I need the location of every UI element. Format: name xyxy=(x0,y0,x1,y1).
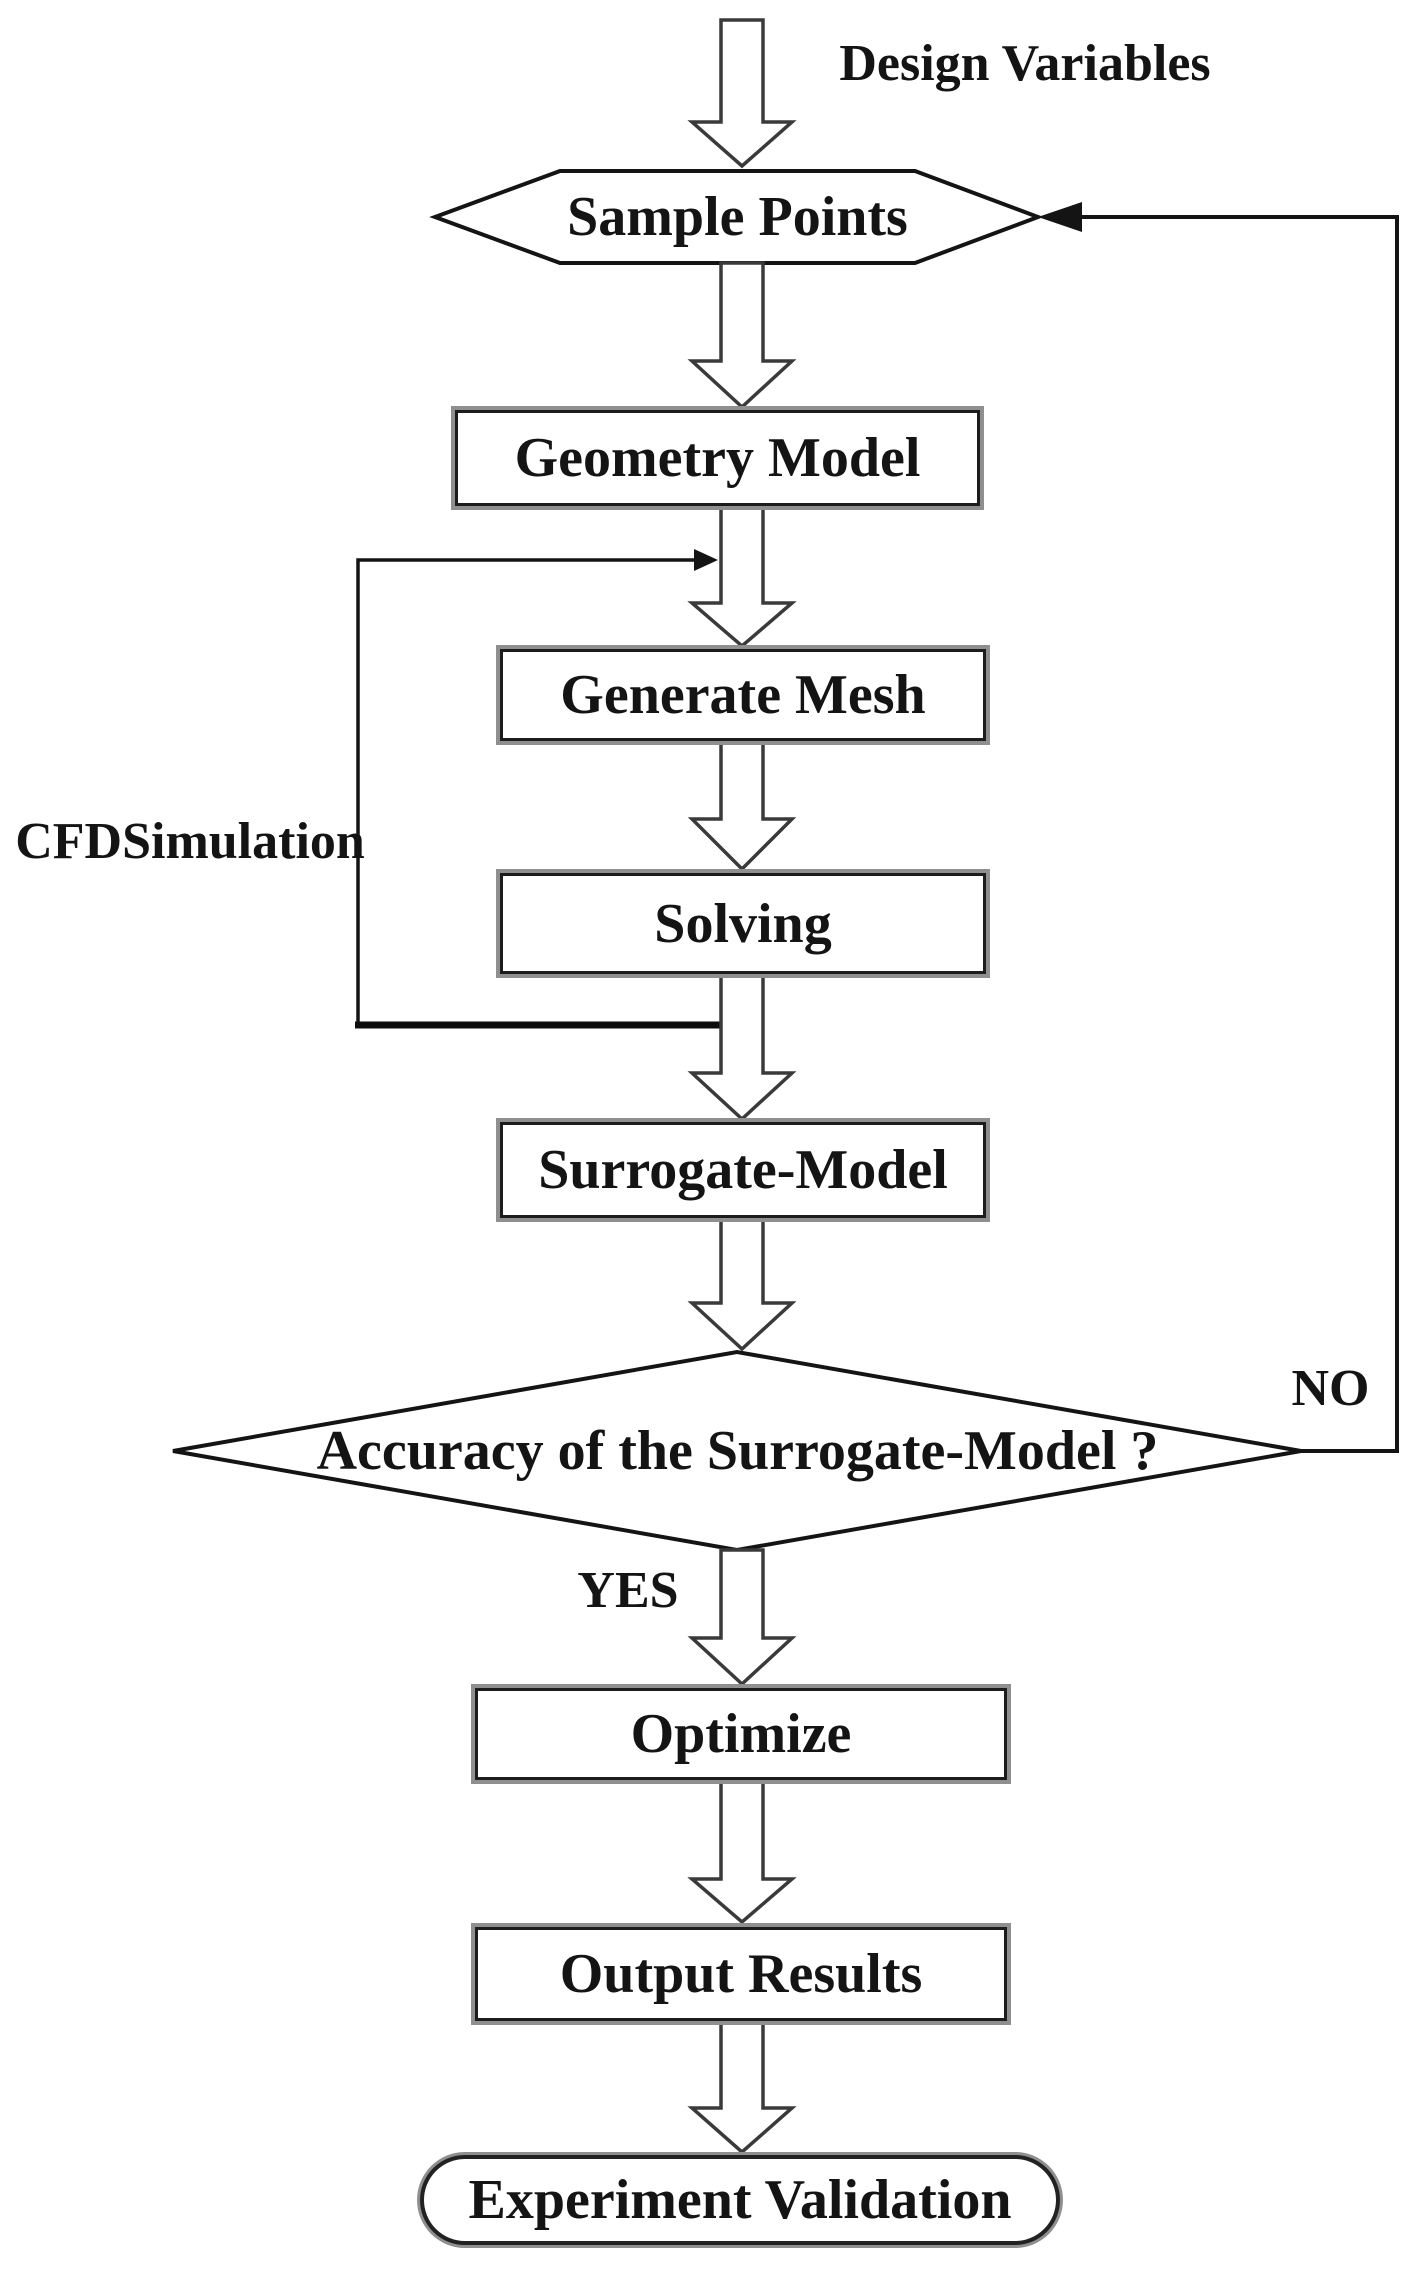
solving-box: Solving xyxy=(500,873,986,974)
arrow-solving-to-surrogate-model xyxy=(687,972,797,1122)
geometry-model-box: Geometry Model xyxy=(455,410,980,506)
sample-points-label: Sample Points xyxy=(567,185,908,248)
arrow-optimize-to-output-results xyxy=(687,1777,797,1925)
no-branch-label: NO xyxy=(1291,1359,1370,1417)
cfd-loop-connector xyxy=(356,558,710,1025)
arrow-surrogate-model-to-decision xyxy=(687,1215,797,1352)
decision-label: Accuracy of the Surrogate-Model ? xyxy=(316,1419,1159,1482)
output-results-box: Output Results xyxy=(475,1927,1007,2021)
cfd-simulation-label-line2: Simulation xyxy=(122,813,365,871)
yes-branch-label: YES xyxy=(577,1561,679,1619)
arrow-sample-points-to-geometry-model xyxy=(687,261,797,410)
arrow-output-results-to-experiment-validation xyxy=(687,2018,797,2155)
cfd-simulation-label-line1: CFD xyxy=(15,813,123,871)
arrow-design-variables-to-sample-points xyxy=(687,18,797,169)
cfd-loop-arrowhead-icon xyxy=(694,549,718,571)
design-variables-label: Design Variables xyxy=(839,34,1211,92)
generate-mesh-box: Generate Mesh xyxy=(500,649,986,741)
no-loop-connector xyxy=(1046,215,1399,1453)
arrow-geometry-model-to-generate-mesh xyxy=(687,502,797,649)
arrow-generate-mesh-to-solving xyxy=(687,738,797,872)
arrow-decision-to-optimize xyxy=(687,1548,797,1687)
no-loop-arrowhead-icon xyxy=(1038,202,1082,232)
surrogate-model-box: Surrogate-Model xyxy=(500,1122,986,1218)
optimize-box: Optimize xyxy=(475,1688,1007,1780)
experiment-validation-terminator: Experiment Validation xyxy=(420,2155,1060,2245)
